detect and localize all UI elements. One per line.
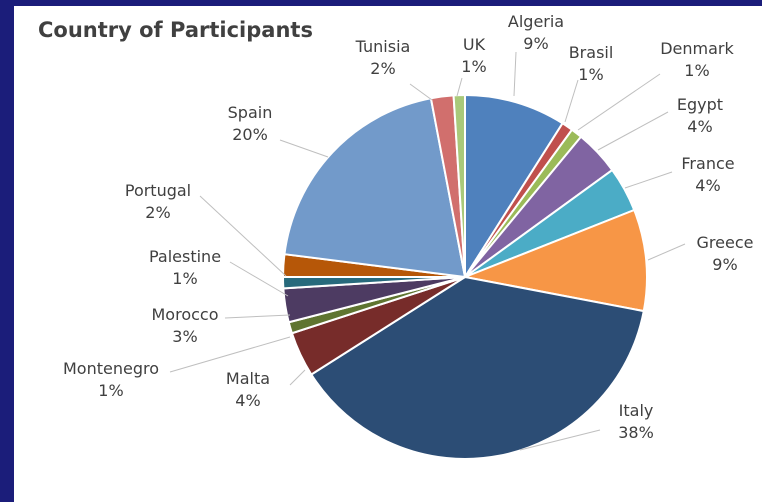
leader-line-brasil [564,79,579,123]
slice-value-brasil: 1% [578,65,603,84]
pie-slice-algeria [464,93,564,281]
leader-line-italy [519,429,601,451]
slice-value-italy: 38% [618,423,654,442]
leader-line-france [624,171,673,189]
slice-value-uk: 1% [461,57,486,76]
slice-value-morocco: 3% [172,327,197,346]
leader-line-palestine [229,261,289,297]
pie-slice-uk [452,93,466,278]
leader-line-uk [456,77,463,97]
slice-value-france: 4% [695,176,720,195]
slice-label-morocco: Morocco [152,305,219,324]
pie-slice-spain [283,97,467,279]
slice-label-uk: UK [463,35,486,54]
pie-slice-greece [461,208,648,313]
slice-value-spain: 20% [232,125,268,144]
leader-line-morocco [224,314,291,319]
leader-line-spain [279,139,329,158]
slice-label-france: France [681,154,734,173]
leader-line-greece [647,243,686,261]
chart-title: Country of Participants [38,18,313,42]
slice-label-spain: Spain [228,103,273,122]
slice-value-portugal: 2% [145,203,170,222]
leader-line-egypt [597,111,669,151]
slice-value-malta: 4% [235,391,260,410]
slice-label-portugal: Portugal [125,181,191,200]
slice-value-egypt: 4% [687,117,712,136]
slice-label-brasil: Brasil [569,43,614,62]
slice-label-italy: Italy [619,401,654,420]
slice-label-egypt: Egypt [677,95,723,114]
slice-value-greece: 9% [712,255,737,274]
slice-value-algeria: 9% [523,34,548,53]
leader-line-denmark [577,73,661,131]
leader-line-tunisia [409,83,433,101]
slice-label-montenegro: Montenegro [63,359,159,378]
slice-label-tunisia: Tunisia [355,37,411,56]
slice-label-algeria: Algeria [508,12,564,31]
leader-line-montenegro [169,336,291,373]
slice-value-tunisia: 2% [370,59,395,78]
slice-value-montenegro: 1% [98,381,123,400]
slice-label-palestine: Palestine [149,247,221,266]
leader-line-algeria [513,51,517,97]
slice-value-palestine: 1% [172,269,197,288]
leader-line-portugal [199,195,287,277]
leader-line-malta [289,369,306,386]
slice-label-malta: Malta [226,369,270,388]
slice-label-denmark: Denmark [660,39,734,58]
slice-label-greece: Greece [697,233,754,252]
slice-value-denmark: 1% [684,61,709,80]
